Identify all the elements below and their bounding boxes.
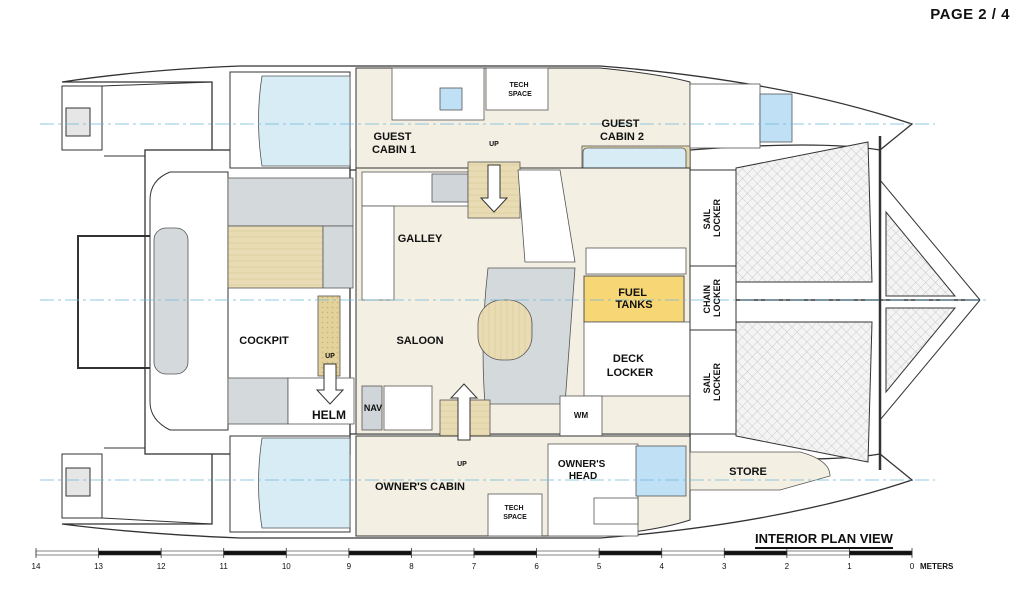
stair-arrows [315,164,509,441]
view-title: INTERIOR PLAN VIEW [755,531,893,549]
scale-tick-label: 2 [785,562,790,571]
page-number: PAGE 2 / 4 [930,6,1010,23]
aft-berths [229,71,351,533]
wm-label: WM [574,411,589,420]
scale-segment [786,550,850,556]
scale-tick-label: 11 [220,562,229,571]
scale-tick-label: 14 [32,562,41,571]
scale-segment [598,550,663,556]
scale-tick-label: 7 [472,562,477,571]
guest-cabin-1-label: GUEST CABIN 1 [372,131,416,156]
scale-segment [723,550,788,556]
guest-cabin-2-label: GUEST CABIN 2 [600,118,644,143]
scale-tick-label: 6 [534,562,539,571]
scale-segment [411,550,475,556]
room-labels: GUEST CABIN 1 GUEST CABIN 2 TECH SPACE T… [239,82,767,521]
vertical-locker-labels: SAIL LOCKER CHAIN LOCKER SAIL LOCKER [702,199,722,402]
deck-locker-label: DECK LOCKER [607,353,654,379]
store-label: STORE [729,466,767,478]
starboard-hull-interior [355,435,831,537]
scale-tick-label: 3 [722,562,727,571]
scale-tick-label: 13 [94,562,103,571]
tech-space-bottom-label: TECH SPACE [503,505,527,521]
scale-tick-label: 10 [282,562,291,571]
scale-tick-label: 9 [347,562,352,571]
scale-segments [35,550,913,556]
up-label-helm: UP [325,353,335,360]
cockpit-area [149,171,355,431]
scale-tick-label: 12 [157,562,166,571]
scale-segment [98,550,162,556]
galley-label: GALLEY [398,233,443,245]
scale-segment [473,550,537,556]
stern-structures [61,81,213,525]
sail-locker-top-label: SAIL LOCKER [702,199,722,238]
up-label-saloon: UP [457,461,467,468]
nav-label: NAV [364,403,382,413]
scale-segment [35,550,99,556]
tech-space-top-label: TECH SPACE [508,82,532,98]
owners-cabin-label: OWNER'S CABIN [375,481,465,493]
scale-tick-label: 0 [910,562,915,571]
scale-segment [223,550,287,556]
owners-head-label: OWNER'S HEAD [558,459,608,482]
centerlines [40,123,990,481]
scale-tick-label: 8 [409,562,414,571]
scale-segment [160,550,225,556]
scale-tick-label: 1 [847,562,852,571]
saloon-label: SALOON [396,335,443,347]
fuel-tanks-label: FUEL TANKS [615,287,652,311]
cockpit-label: COCKPIT [239,335,289,347]
chain-locker-label: CHAIN LOCKER [702,279,722,318]
scale-segment [285,550,350,556]
helm-label: HELM [312,408,346,422]
scale-unit: METERS [920,562,954,571]
sail-locker-bottom-label: SAIL LOCKER [702,363,722,402]
scale-segment [536,550,600,556]
scale-tick-label: 5 [597,562,602,571]
scale-segment [348,550,412,556]
forward-lockers [689,169,737,435]
trampoline-nets [735,136,981,470]
scale-segment [661,550,725,556]
up-label-galley: UP [489,141,499,148]
scale-tick-label: 4 [659,562,664,571]
scale-segment [849,550,913,556]
